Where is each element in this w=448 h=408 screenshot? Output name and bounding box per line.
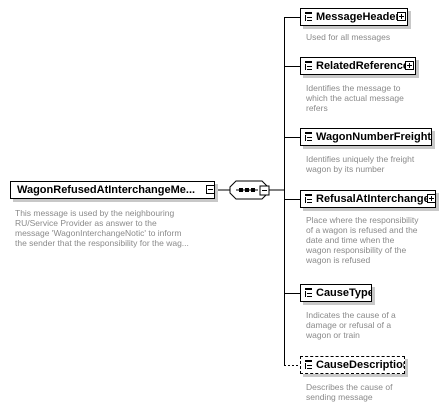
element-description: Indicates the cause of a damage or refus… [306,310,396,340]
element-icon [305,132,312,141]
element-relatedreference[interactable]: RelatedReference [300,57,416,75]
root-description: This message is used by the neighbouring… [15,208,189,248]
expand-icon[interactable] [397,12,406,21]
element-description: Identifies the message to which the actu… [306,83,404,113]
element-causetype[interactable]: CauseType [300,284,372,302]
root-element-label: WagonRefusedAtInterchangeMe... [17,184,196,196]
element-description: Describes the cause of sending message [306,382,393,402]
expand-icon[interactable] [405,61,414,70]
element-refusalatinterchange[interactable]: RefusalAtInterchange [300,190,436,208]
expand-icon[interactable] [427,194,436,203]
root-element[interactable]: WagonRefusedAtInterchangeMe... [10,181,215,199]
element-icon [305,61,312,70]
element-causedescription[interactable]: CauseDescription [300,356,405,374]
sequence-compositor-icon [229,180,269,200]
element-icon [305,288,312,297]
element-icon [305,12,312,21]
element-description: Used for all messages [306,32,391,42]
element-wagonnumberfreight[interactable]: WagonNumberFreight [300,128,432,146]
root-collapse-icon[interactable] [206,185,215,194]
element-messageheader[interactable]: MessageHeader [300,8,408,26]
element-icon [305,194,312,203]
element-icon [305,360,312,369]
element-description: Identifies uniquely the freight wagon by… [306,154,415,174]
element-description: Place where the responsibility of a wago… [306,215,419,265]
